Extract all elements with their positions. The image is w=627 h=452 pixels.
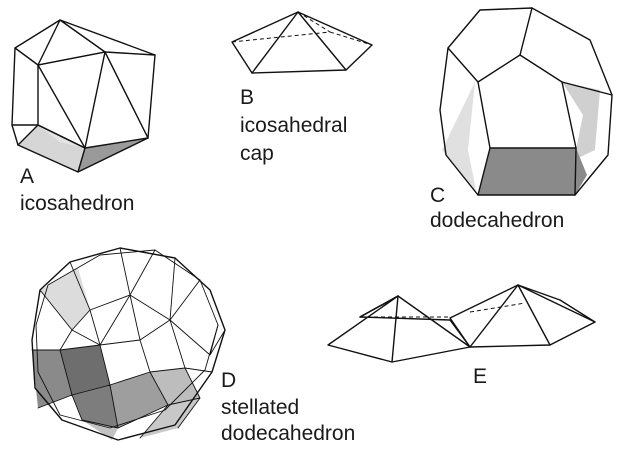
label-d-letter: D <box>221 369 236 392</box>
label-b-name-line1: icosahedral <box>240 114 347 137</box>
label-a-letter: A <box>20 165 34 188</box>
label-a-name: icosahedron <box>20 192 134 215</box>
label-c-letter: C <box>430 184 445 207</box>
icosahedral-cap-figure <box>231 11 373 74</box>
label-e-letter: E <box>473 365 487 388</box>
label-d-name-line1: stellated <box>221 396 299 419</box>
label-c-name: dodecahedron <box>430 209 564 232</box>
dodecahedron-figure <box>439 7 613 196</box>
label-d-name-line2: dodecahedron <box>221 422 355 445</box>
two-caps-figure <box>327 284 596 363</box>
icosahedron-figure <box>11 19 156 173</box>
label-b-name-line2: cap <box>240 142 274 165</box>
stellated-dodecahedron-figure <box>31 247 226 441</box>
label-b-letter: B <box>240 86 254 109</box>
